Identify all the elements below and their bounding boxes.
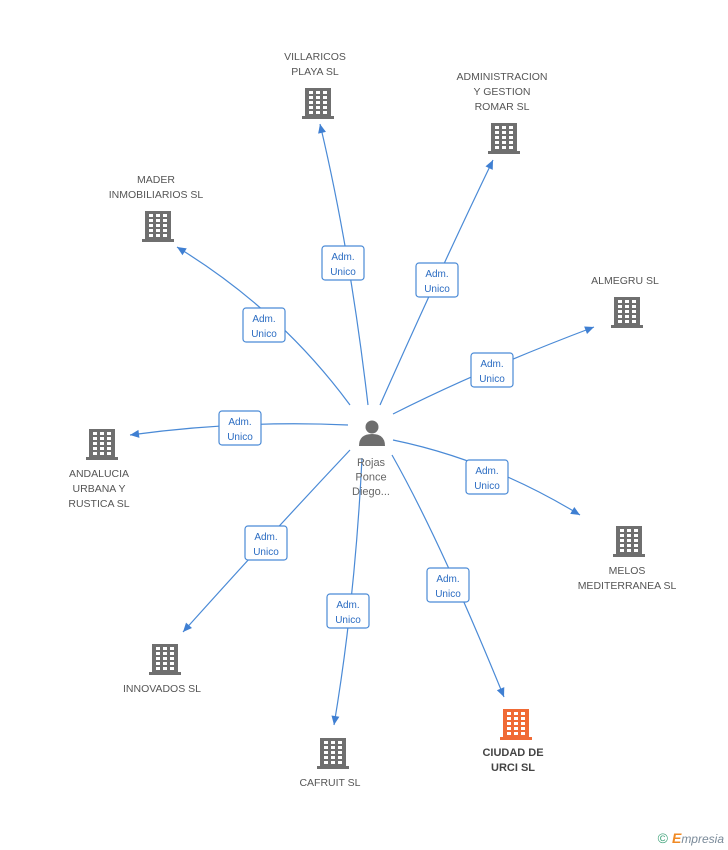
company-label-line: ADMINISTRACION <box>456 71 547 83</box>
relation-badge-villaricos[interactable]: Adm. Unico <box>321 245 365 281</box>
company-label-ciudad[interactable]: CIUDAD DE URCI SL <box>482 747 543 774</box>
company-label-mader[interactable]: MADER INMOBILIARIOS SL <box>109 174 204 201</box>
copyright-icon: © <box>657 830 668 846</box>
relation-badge-cafruit[interactable]: Adm. Unico <box>326 593 370 629</box>
company-label-line: MELOS <box>609 565 646 577</box>
badge-text: Adm. <box>436 574 459 585</box>
badge-text: Unico <box>227 432 253 443</box>
building-icon-andalucia[interactable] <box>86 429 118 460</box>
person-name-line: Diego... <box>352 486 390 498</box>
arrow-almegru <box>584 326 594 334</box>
edge-ciudad <box>391 454 505 698</box>
relation-badge-ciudad[interactable]: Adm. Unico <box>426 567 470 603</box>
badge-text: Adm. <box>252 314 275 325</box>
arrow-innovados <box>183 622 192 632</box>
badge-text: Unico <box>335 615 361 626</box>
person-name-line: Ponce <box>355 472 386 484</box>
arrow-mader <box>177 247 187 256</box>
company-label-line: Y GESTION <box>474 86 531 98</box>
company-label-line: INMOBILIARIOS SL <box>109 189 204 201</box>
badge-text: Unico <box>424 284 450 295</box>
relation-badge-administracion[interactable]: Adm. Unico <box>415 262 459 298</box>
relation-badge-almegru[interactable]: Adm. Unico <box>470 352 514 388</box>
badge-text: Unico <box>253 547 279 558</box>
brand-name: mpresia <box>681 832 724 846</box>
company-label-melos[interactable]: MELOS MEDITERRANEA SL <box>578 565 677 592</box>
badge-text: Unico <box>474 481 500 492</box>
company-label-line: INNOVADOS SL <box>123 683 201 695</box>
company-label-andalucia[interactable]: ANDALUCIA URBANA Y RUSTICA SL <box>68 468 129 510</box>
badge-text: Adm. <box>331 252 354 263</box>
building-icon-cafruit[interactable] <box>317 738 349 769</box>
building-icon-ciudad[interactable] <box>500 709 532 740</box>
company-label-line: ANDALUCIA <box>69 468 129 480</box>
arrow-villaricos <box>318 124 326 134</box>
relation-badge-innovados[interactable]: Adm. Unico <box>244 525 288 561</box>
company-label-administracion[interactable]: ADMINISTRACION Y GESTION ROMAR SL <box>456 71 547 113</box>
company-label-line: ALMEGRU SL <box>591 275 659 287</box>
badge-text: Adm. <box>336 600 359 611</box>
badge-text: Unico <box>330 267 356 278</box>
company-label-line: VILLARICOS <box>284 51 346 63</box>
company-label-line: CIUDAD DE <box>482 747 543 759</box>
arrow-andalucia <box>130 429 140 438</box>
building-icon-innovados[interactable] <box>149 644 181 675</box>
footer-brand[interactable]: ©Empresia <box>658 830 724 846</box>
company-label-line: RUSTICA SL <box>68 498 129 510</box>
badge-text: Adm. <box>228 417 251 428</box>
arrow-melos <box>570 506 580 515</box>
badge-text: Unico <box>251 329 277 340</box>
arrow-cafruit <box>331 715 340 725</box>
company-label-villaricos[interactable]: VILLARICOS PLAYA SL <box>284 51 346 78</box>
badge-text: Adm. <box>254 532 277 543</box>
badge-text: Adm. <box>425 269 448 280</box>
badge-text: Unico <box>479 374 505 385</box>
building-icon-villaricos[interactable] <box>302 88 334 119</box>
company-label-line: ROMAR SL <box>475 101 530 113</box>
building-icon-administracion[interactable] <box>488 123 520 154</box>
person-name-line: Rojas <box>357 457 386 469</box>
person-node[interactable]: RojasPonceDiego... <box>352 420 390 499</box>
person-icon <box>359 420 385 446</box>
company-label-line: CAFRUIT SL <box>299 777 360 789</box>
company-label-line: URCI SL <box>491 762 535 774</box>
relation-badge-mader[interactable]: Adm. Unico <box>242 307 286 343</box>
company-label-innovados[interactable]: INNOVADOS SL <box>123 683 201 695</box>
relation-badge-andalucia[interactable]: Adm. Unico <box>218 410 262 446</box>
company-label-line: PLAYA SL <box>291 66 339 78</box>
arrow-administracion <box>485 160 493 170</box>
building-icon-almegru[interactable] <box>611 297 643 328</box>
badge-text: Adm. <box>475 466 498 477</box>
edge-cafruit <box>333 457 363 726</box>
badge-text: Adm. <box>480 359 503 370</box>
building-icon-mader[interactable] <box>142 211 174 242</box>
building-icon-melos[interactable] <box>613 526 645 557</box>
brand-initial: E <box>671 830 682 846</box>
company-label-line: MEDITERRANEA SL <box>578 580 677 592</box>
company-label-line: MADER <box>137 174 175 186</box>
company-label-cafruit[interactable]: CAFRUIT SL <box>299 777 360 789</box>
arrow-ciudad <box>496 687 505 697</box>
company-label-almegru[interactable]: ALMEGRU SL <box>591 275 659 287</box>
relation-badge-melos[interactable]: Adm. Unico <box>465 459 509 495</box>
company-label-line: URBANA Y <box>73 483 126 495</box>
badge-text: Unico <box>435 589 461 600</box>
